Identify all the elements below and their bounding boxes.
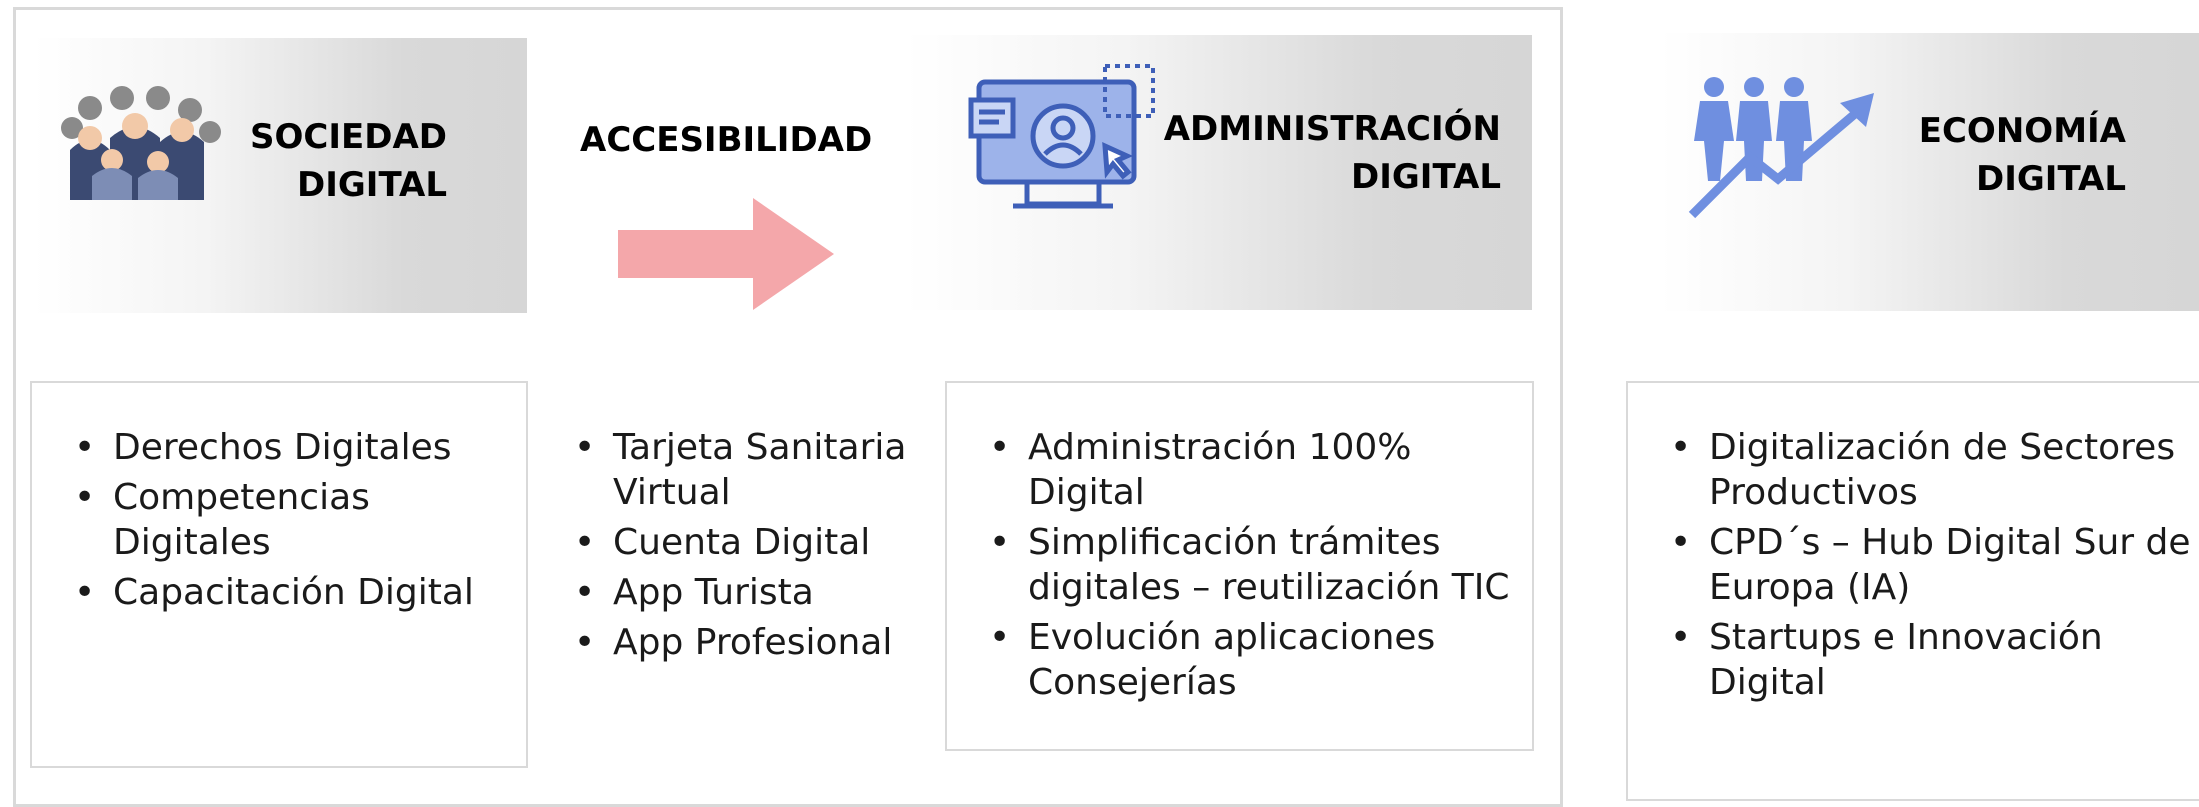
economia-title: ECONOMÍA DIGITAL [1919,107,2126,203]
accesibilidad-list: Tarjeta Sanitaria Virtual Cuenta Digital… [574,425,913,665]
economia-title-line1: ECONOMÍA [1918,111,2126,151]
sociedad-list-box: Derechos Digitales Competencias Digitale… [30,381,528,768]
economia-list-box: Digitalización de Sectores Productivos C… [1626,381,2199,801]
administracion-list-box: Administración 100% Digital Simplificaci… [945,381,1534,751]
list-item: Administración 100% Digital [989,425,1448,515]
sociedad-title-line1: SOCIEDAD [250,117,447,157]
list-item: Derechos Digitales [74,425,526,470]
list-item: Cuenta Digital [574,520,913,565]
accesibilidad-list-box: Tarjeta Sanitaria Virtual Cuenta Digital… [560,381,915,721]
sociedad-title: SOCIEDAD DIGITAL [250,113,447,209]
administracion-title-line1: ADMINISTRACIÓN [1163,109,1501,149]
sociedad-title-line2: DIGITAL [297,165,447,205]
list-item: App Turista [574,570,913,615]
people-group-icon [61,86,221,200]
economia-list: Digitalización de Sectores Productivos C… [1670,425,2199,705]
administracion-title: ADMINISTRACIÓN DIGITAL [1164,105,1501,201]
accesibilidad-title: ACCESIBILIDAD [580,116,872,164]
computer-user-icon [968,64,1155,209]
sociedad-list: Derechos Digitales Competencias Digitale… [74,425,526,615]
accesibilidad-title-line1: ACCESIBILIDAD [580,120,873,160]
economia-title-line2: DIGITAL [1976,159,2126,199]
list-item: Competencias Digitales [74,475,413,565]
list-item: Evolución aplicaciones Consejerías [989,615,1508,705]
list-item: Capacitación Digital [74,570,526,615]
arrow-right-icon [618,198,834,310]
list-item: Simplificación trámites digitales – reut… [989,520,1528,610]
list-item: App Profesional [574,620,913,665]
administracion-title-line2: DIGITAL [1351,157,1501,197]
list-item: Tarjeta Sanitaria Virtual [574,425,913,515]
list-item: Startups e Innovación Digital [1670,615,2179,705]
administracion-list: Administración 100% Digital Simplificaci… [989,425,1532,705]
list-item: Digitalización de Sectores Productivos [1670,425,2199,515]
list-item: CPD´s – Hub Digital Sur de Europa (IA) [1670,520,2199,610]
people-growth-icon [1688,77,1874,219]
